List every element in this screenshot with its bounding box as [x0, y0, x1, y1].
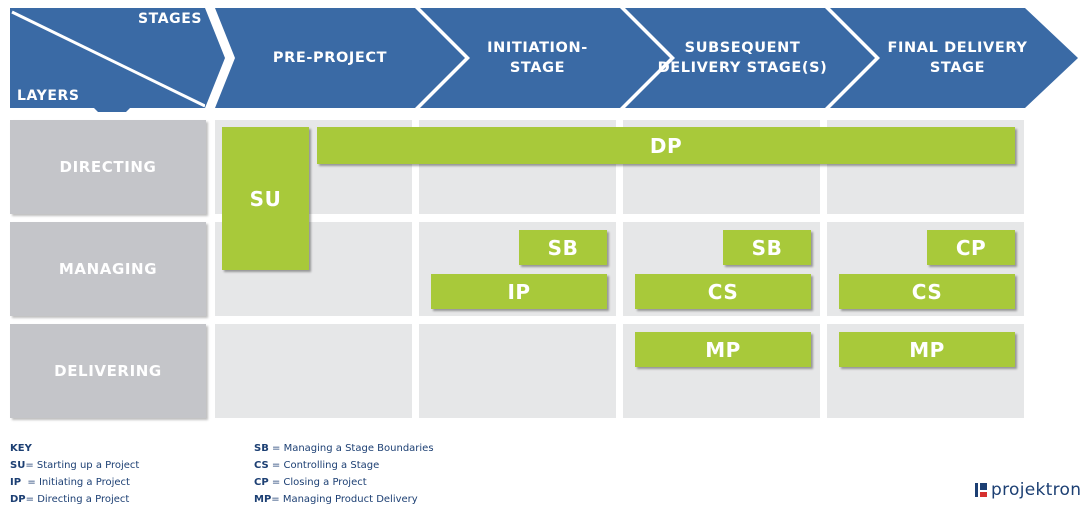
stage-pre-project-line1: PRE-PROJECT — [272, 50, 388, 66]
layer-managing: MANAGING — [10, 222, 206, 316]
layer-delivering: DELIVERING — [10, 324, 206, 418]
stage-final-line1: FINAL DELIVERY — [887, 40, 1028, 56]
stages-header — [10, 8, 1078, 112]
process-sb-initiation: SB — [519, 230, 607, 265]
process-sb-subsequent: SB — [723, 230, 811, 265]
process-mp-subsequent: MP — [635, 332, 811, 367]
key-left: KEY SU= Starting up a Project IP = Initi… — [10, 440, 139, 508]
stage-subsequent-delivery: SUBSEQUENT DELIVERY STAGE(S) — [655, 28, 830, 88]
key-entry-cp: CP = Closing a Project — [254, 474, 434, 491]
process-cs-subsequent: CS — [635, 274, 811, 309]
key-entry-cs: CS = Controlling a Stage — [254, 457, 434, 474]
process-cs-final: CS — [839, 274, 1015, 309]
corner-chevron-notch — [205, 8, 225, 108]
key-entry-mp: MP= Managing Product Delivery — [254, 491, 434, 508]
key-abbr: IP — [10, 477, 22, 488]
key-text: = Controlling a Stage — [268, 460, 380, 471]
key-abbr: CP — [254, 477, 269, 488]
key-text: = Starting up a Project — [25, 460, 140, 471]
key-abbr: CS — [254, 460, 269, 471]
key-entry-dp: DP= Directing a Project — [10, 491, 139, 508]
key-entry-ip: IP = Initiating a Project — [10, 474, 139, 491]
cell-delivering-initiation — [419, 324, 616, 418]
key-entry-su: SU= Starting up a Project — [10, 457, 139, 474]
key-abbr: SU — [10, 460, 26, 471]
key-text: = Directing a Project — [25, 494, 130, 505]
process-su: SU — [222, 127, 309, 270]
key-abbr: MP — [254, 494, 272, 505]
cell-delivering-preproject — [215, 324, 412, 418]
process-mp-final: MP — [839, 332, 1015, 367]
key-text: = Managing a Stage Boundaries — [268, 443, 434, 454]
key-right: SB = Managing a Stage Boundaries CS = Co… — [254, 440, 434, 508]
corner-diagonal — [11, 10, 206, 108]
stage-arrow-1 — [215, 8, 465, 108]
stage-initiation-line2: STAGE — [509, 60, 566, 76]
stage-final-delivery: FINAL DELIVERY STAGE — [860, 28, 1055, 88]
key-text: = Closing a Project — [268, 477, 367, 488]
stage-initiation: INITIATION- STAGE — [455, 28, 620, 88]
layers-label: LAYERS — [17, 88, 80, 104]
stage-final-line2: STAGE — [929, 60, 986, 76]
stage-arrow-4 — [830, 8, 1078, 108]
key-entry-sb: SB = Managing a Stage Boundaries — [254, 440, 434, 457]
key-abbr: DP — [10, 494, 26, 505]
stages-label: STAGES — [138, 11, 203, 27]
key-text: = Initiating a Project — [21, 477, 130, 488]
stage-arrow-2 — [420, 8, 670, 108]
key-abbr: SB — [254, 443, 269, 454]
logo-text: projektron — [991, 480, 1082, 500]
key-text: = Managing Product Delivery — [271, 494, 418, 505]
key-title: KEY — [10, 443, 32, 454]
projektron-logo: projektron — [975, 480, 1081, 500]
process-ip: IP — [431, 274, 607, 309]
stage-subsequent-line1: SUBSEQUENT — [684, 40, 801, 56]
stage-subsequent-line2: DELIVERY STAGE(S) — [657, 60, 828, 76]
projektron-logo-icon — [975, 483, 987, 497]
process-dp: DP — [317, 127, 1015, 164]
stage-pre-project: PRE-PROJECT — [235, 28, 425, 88]
process-cp: CP — [927, 230, 1015, 265]
layer-directing: DIRECTING — [10, 120, 206, 214]
stage-arrow-3 — [625, 8, 875, 108]
stage-initiation-line1: INITIATION- — [487, 40, 588, 56]
